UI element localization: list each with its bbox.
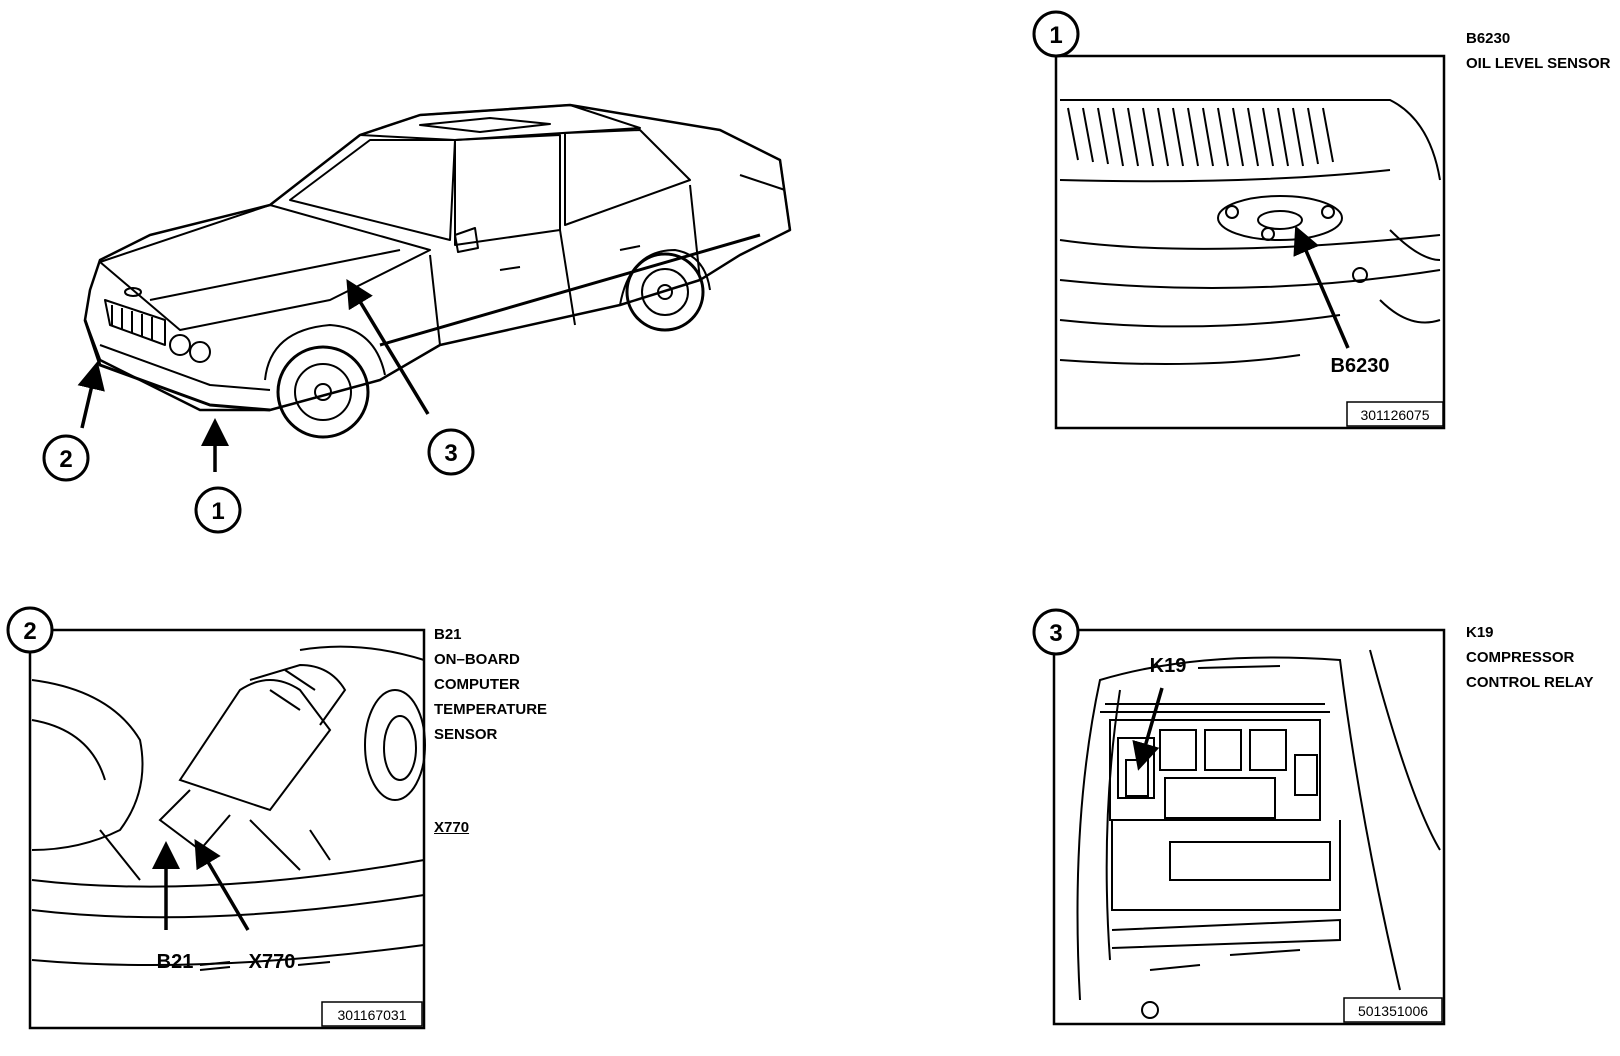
panel-2-part-number: 301167031	[337, 1007, 406, 1023]
panel-2-label-b21: B21	[157, 951, 194, 973]
panel-3-description-line-2: CONTROL RELAY	[1466, 674, 1594, 691]
relay-box-illustration	[1076, 649, 1441, 1019]
panel-2-description-line-1: ON–BOARD	[434, 651, 520, 668]
panel-2-number-badge: 2	[23, 618, 36, 645]
panel-1-description: OIL LEVEL SENSOR	[1466, 55, 1611, 72]
panel-3-code: K19	[1466, 624, 1494, 641]
car-overview-illustration	[83, 103, 792, 439]
arrow-to-location-2	[77, 361, 105, 429]
panel-1-code: B6230	[1466, 30, 1511, 47]
panel-1-number-badge: 1	[1049, 22, 1062, 49]
svg-text:1: 1	[211, 498, 224, 525]
overview-marker-1: 1	[194, 486, 242, 534]
panel-3-callout: K19 COMPRESSOR CONTROL RELAY	[1466, 620, 1594, 695]
panel-3-part-number: 501351006	[1358, 1003, 1428, 1019]
overview-marker-3: 3	[427, 428, 475, 476]
overview-arrows	[77, 279, 430, 472]
panel-1-part-number: 301126075	[1360, 407, 1429, 423]
arrow-to-location-3	[346, 279, 430, 415]
panel-3-relay-label: K19	[1150, 655, 1187, 677]
panel-2-connector-code: X770	[434, 819, 470, 836]
panel-2-description-line-2: COMPUTER	[434, 676, 520, 693]
panel-3-description-line-1: COMPRESSOR	[1466, 649, 1575, 666]
panel-2-callout: B21 ON–BOARD COMPUTER TEMPERATURE SENSOR	[434, 622, 547, 747]
bumper-area-illustration	[31, 645, 426, 966]
svg-text:2: 2	[59, 446, 72, 473]
panel-3-compressor-relay: K19 501351006 3	[1032, 608, 1446, 1026]
panel-1-arrow	[1293, 225, 1350, 349]
panel-2-arrow-x770	[194, 838, 250, 931]
oil-pan-illustration	[1059, 99, 1441, 365]
panel-3-number-badge: 3	[1049, 620, 1062, 647]
panel-2-connector-callout: X770	[434, 815, 469, 840]
panel-1-callout: B6230 OIL LEVEL SENSOR	[1466, 26, 1610, 76]
panel-2-temperature-sensor: B21 X770 301167031 2	[6, 606, 426, 1030]
panel-2-label-x770: X770	[249, 951, 296, 973]
svg-text:3: 3	[444, 440, 457, 467]
panel-2-description-line-3: TEMPERATURE	[434, 701, 548, 718]
panel-3-arrow	[1132, 687, 1164, 771]
panel-1-oil-level-sensor: B6230 301126075 1	[1032, 10, 1446, 430]
panel-2-code: B21	[434, 626, 462, 643]
panel-1-sensor-label: B6230	[1331, 355, 1390, 377]
overview-marker-2: 2	[42, 434, 90, 482]
panel-2-description-line-4: SENSOR	[434, 726, 498, 743]
